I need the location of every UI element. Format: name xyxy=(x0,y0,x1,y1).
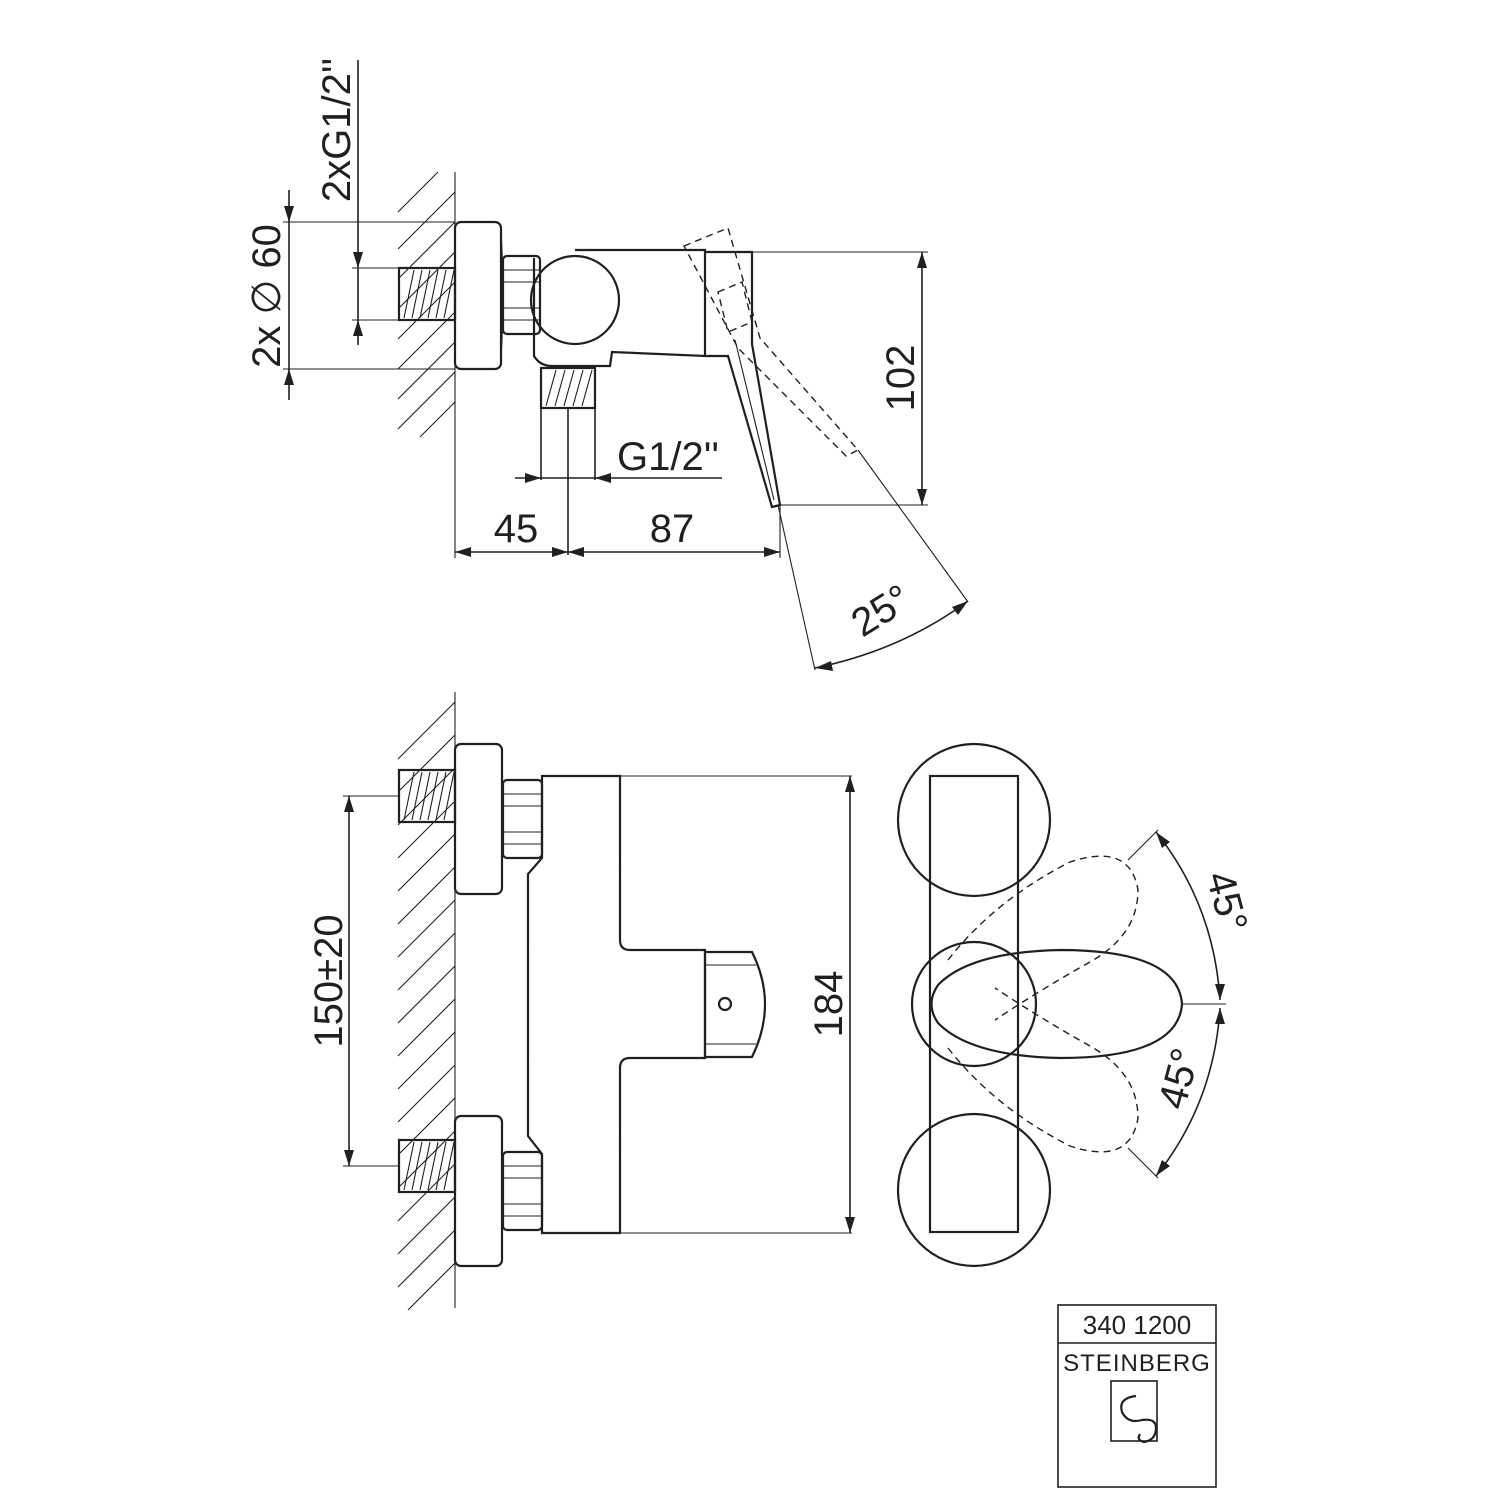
front-body xyxy=(526,774,707,1235)
outlet-thread-label: G1/2'' xyxy=(617,435,719,479)
side-lever-alt-position xyxy=(683,227,860,457)
front-rosette-top xyxy=(453,742,504,896)
height-184-label: 184 xyxy=(807,971,851,1038)
end-lever-alt-down xyxy=(947,987,1139,1153)
offset-45-label: 45 xyxy=(494,507,539,551)
end-lever xyxy=(930,948,1184,1060)
angle-45-down-label: 45° xyxy=(1150,1044,1208,1114)
side-view: 102 2x ∅ 60 2xG1/2'' G1/2'' 45 87 xyxy=(245,58,969,671)
brand-name: STEINBERG xyxy=(1063,1350,1211,1377)
end-view: 45° 45° xyxy=(896,742,1256,1268)
front-rosette-bottom xyxy=(453,1114,504,1268)
diameter-label: 2x ∅ 60 xyxy=(245,224,289,368)
angle-25-label: 25° xyxy=(844,576,919,645)
end-rosette-top xyxy=(896,742,1052,898)
front-nut-bottom xyxy=(501,1150,544,1232)
side-body xyxy=(532,248,707,368)
side-inlet-thread xyxy=(397,266,457,322)
height-102-label: 102 xyxy=(879,345,923,412)
end-body xyxy=(928,774,1020,1234)
product-code: 340 1200 xyxy=(1083,1310,1191,1340)
end-lever-alt-up xyxy=(947,855,1139,1021)
front-view: 184 150±20 xyxy=(307,692,855,1311)
side-rosette xyxy=(453,220,503,371)
spacing-label: 150±20 xyxy=(307,914,351,1047)
front-thread-bottom xyxy=(397,1138,457,1194)
thread-label: 2xG1/2'' xyxy=(315,58,359,202)
side-cartridge-dome xyxy=(529,254,621,346)
title-block: 340 1200 STEINBERG xyxy=(1057,1304,1217,1488)
end-rosette-bottom xyxy=(896,1112,1052,1268)
front-lever-end xyxy=(703,950,766,1059)
front-wall-hatch xyxy=(397,692,456,1311)
offset-87-label: 87 xyxy=(650,507,695,551)
front-nut-top xyxy=(501,778,544,860)
side-outlet-thread xyxy=(539,366,597,555)
steinberg-logo-icon xyxy=(1110,1380,1158,1444)
